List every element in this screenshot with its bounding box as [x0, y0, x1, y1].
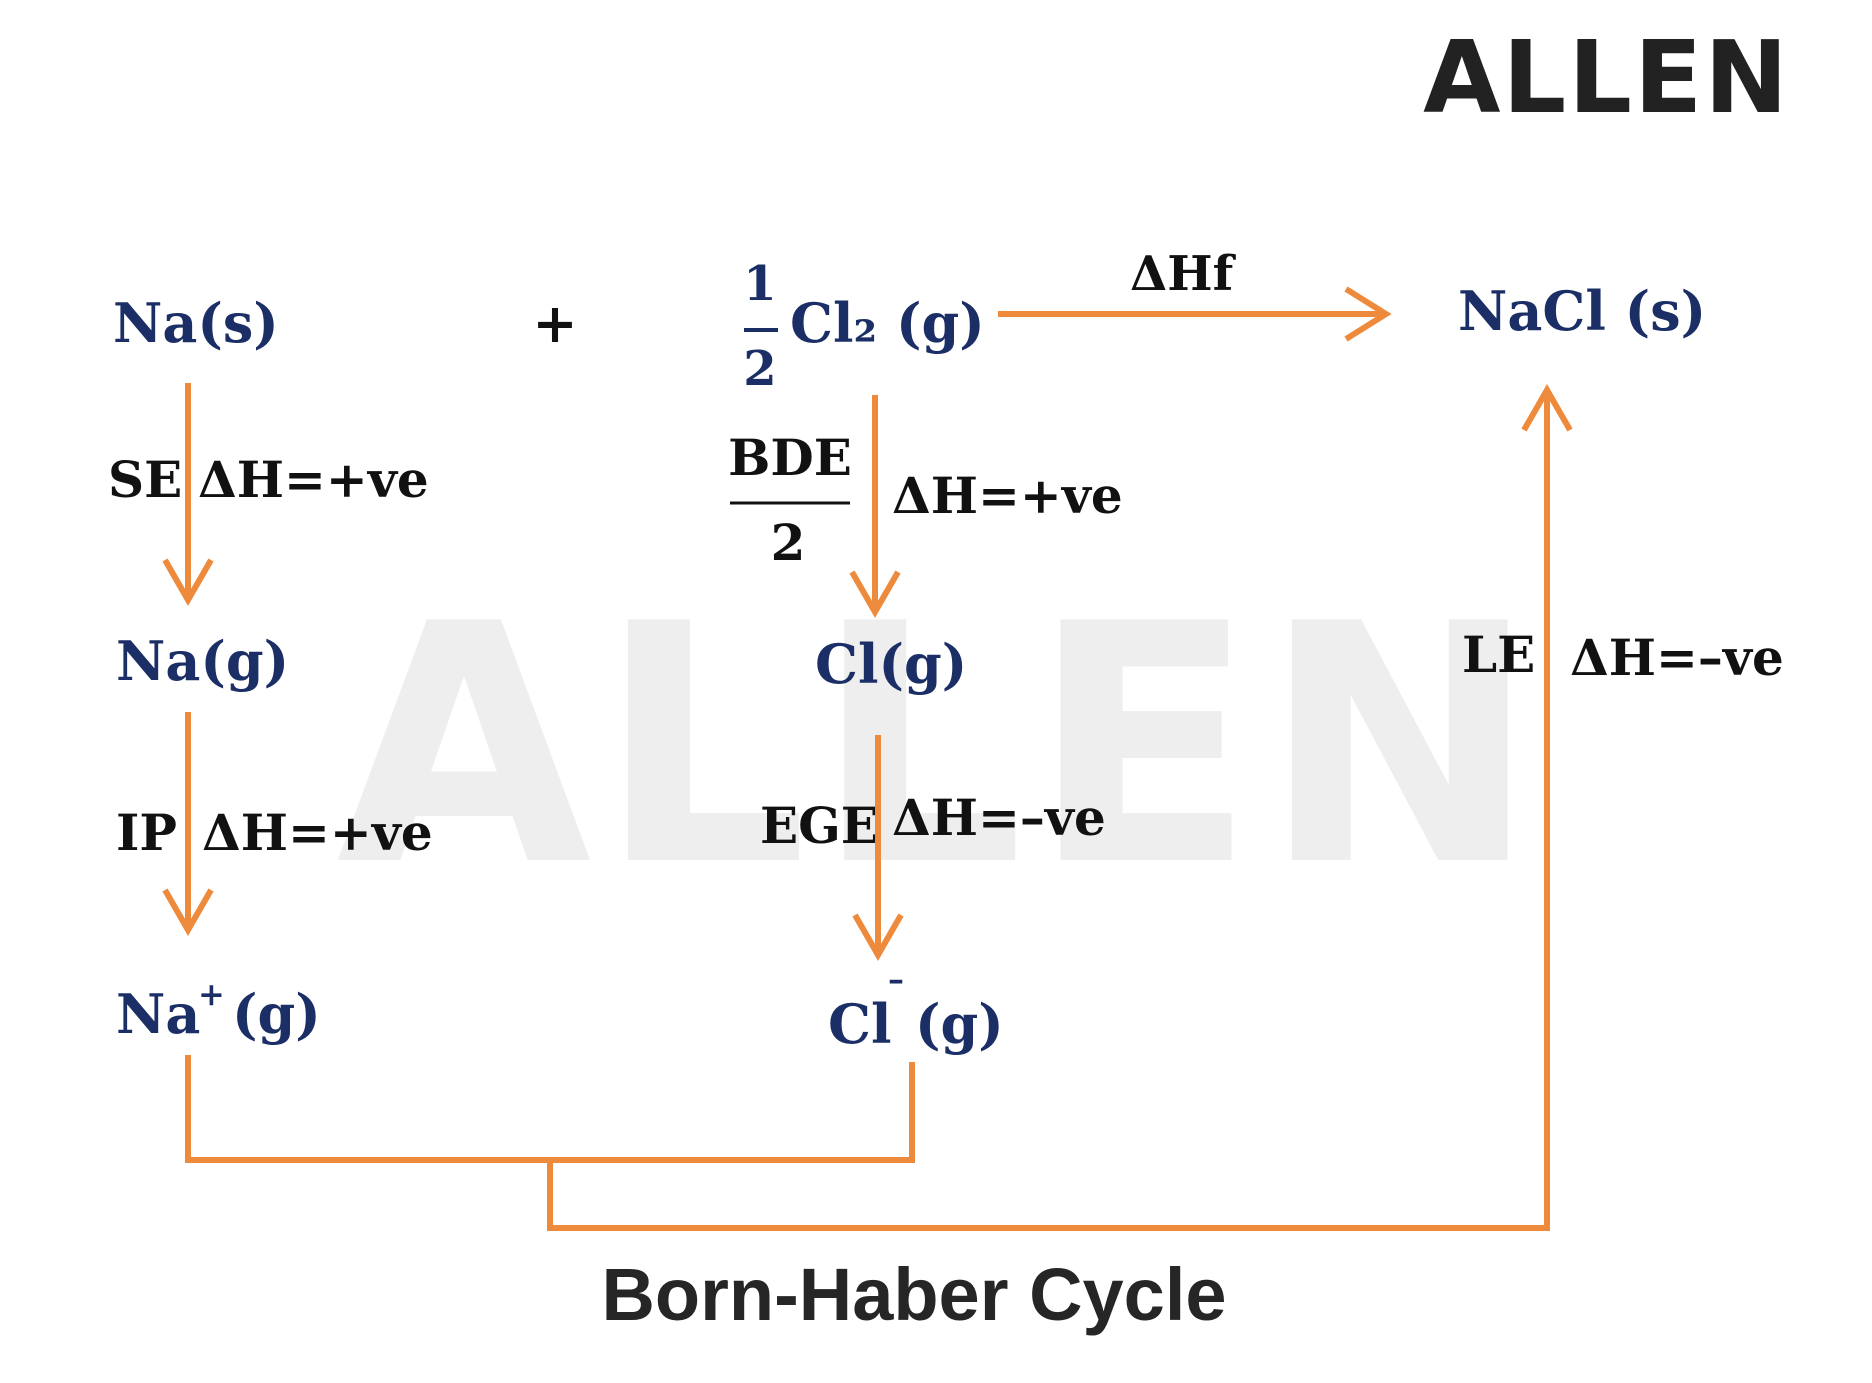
connector-ions-to-lattice	[185, 383, 1573, 1231]
lattice-enthalpy: ΔH=–ve	[1570, 628, 1784, 687]
diagram-title: Born-Haber Cycle	[601, 1253, 1226, 1336]
species-cl2-gas: Cl₂ (g)	[790, 291, 985, 355]
plus-sign: +	[532, 291, 577, 355]
sublimation-enthalpy: ΔH=+ve	[198, 450, 429, 509]
electron-gain-enthalpy: ΔH=–ve	[892, 788, 1106, 847]
species-cl-gas: Cl(g)	[815, 632, 967, 696]
sublimation-name: SE	[108, 450, 182, 509]
species-na-ion-base: Na	[116, 982, 200, 1046]
arrow-ionization	[162, 712, 214, 937]
dissociation-enthalpy: ΔH=+ve	[892, 466, 1123, 525]
species-nacl-solid: NaCl (s)	[1458, 279, 1706, 343]
dissociation-name-denominator: 2	[771, 513, 806, 572]
species-na-ion-charge: +	[198, 975, 225, 1013]
electron-gain-name: EGE	[760, 796, 879, 855]
allen-logo: ALLEN	[1423, 19, 1790, 136]
formation-label: ΔHf	[1130, 246, 1237, 302]
species-cl-ion-state: (g)	[915, 992, 1004, 1056]
arrow-sublimation	[162, 383, 214, 607]
ionization-name: IP	[116, 803, 177, 862]
arrow-electron-gain	[852, 735, 904, 962]
arrow-dissociation	[849, 395, 901, 619]
lattice-name: LE	[1462, 625, 1535, 684]
ionization-enthalpy: ΔH=+ve	[202, 803, 433, 862]
half-denominator: 2	[743, 341, 776, 397]
species-cl-ion-charge: –	[888, 960, 904, 998]
watermark: ALLEN	[336, 554, 1544, 938]
species-na-gas: Na(g)	[116, 629, 289, 693]
dissociation-name-numerator: BDE	[728, 428, 852, 487]
half-numerator: 1	[743, 256, 776, 312]
species-na-ion-state: (g)	[232, 982, 321, 1046]
arrow-formation	[998, 286, 1392, 342]
species-cl-ion-base: Cl	[828, 992, 892, 1056]
species-na-solid: Na(s)	[113, 291, 279, 355]
